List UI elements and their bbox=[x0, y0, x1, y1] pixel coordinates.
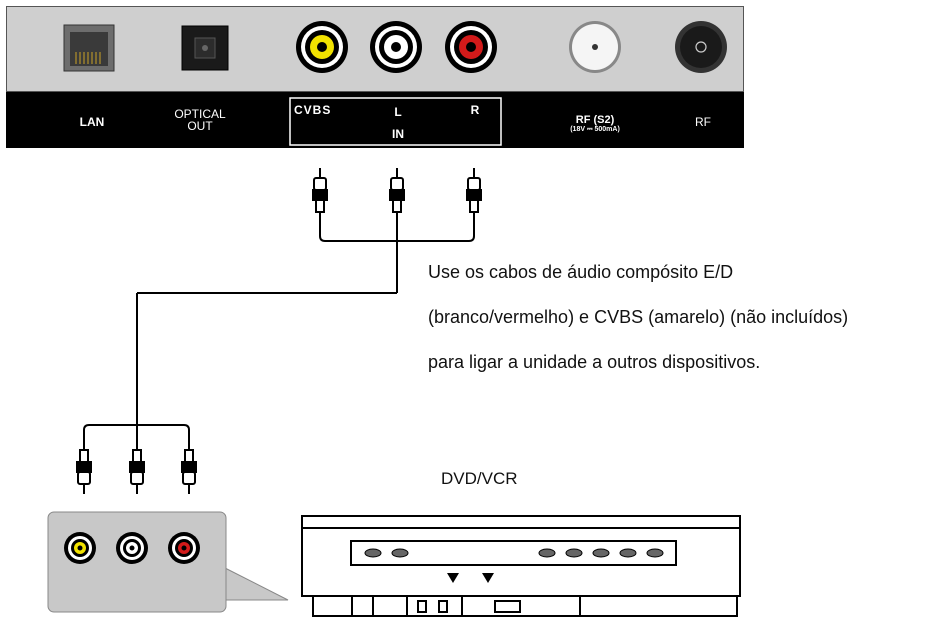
lan-label: LAN bbox=[79, 115, 105, 129]
description-line1: Use os cabos de áudio compósito E/D bbox=[428, 262, 734, 282]
rf-s2-sublabel: (18V ⎓ 500mA) bbox=[570, 126, 620, 133]
cable bbox=[83, 212, 475, 450]
rf-s2-label: RF (S2) bbox=[575, 114, 615, 126]
triangle-indicator-icon bbox=[447, 573, 494, 583]
description-line2: (branco/vermelho) e CVBS (amarelo) (não … bbox=[428, 307, 849, 327]
upper-plug-group bbox=[312, 168, 482, 213]
plug-icon bbox=[181, 449, 197, 494]
device-label: DVD/VCR bbox=[441, 469, 518, 488]
rf-s2-port-icon bbox=[569, 21, 621, 73]
in-bracket bbox=[289, 97, 502, 146]
description-line3: para ligar a unidade a outros dispositiv… bbox=[428, 352, 761, 372]
l-label: L bbox=[394, 105, 402, 119]
rf-label: RF bbox=[695, 115, 711, 129]
cvbs-jack-icon bbox=[296, 21, 348, 73]
plug-icon bbox=[389, 168, 405, 213]
device-buttons bbox=[364, 548, 664, 558]
plug-icon bbox=[466, 168, 482, 213]
cvbs-label: CVBS bbox=[294, 103, 332, 117]
plug-icon bbox=[76, 449, 92, 494]
dvd-vcr-device-icon bbox=[301, 515, 741, 617]
lan-port-icon bbox=[63, 24, 115, 72]
rf-port-icon bbox=[675, 21, 727, 73]
audio-left-jack-icon bbox=[370, 21, 422, 73]
lower-plug-group bbox=[76, 449, 197, 494]
connector-label-bar bbox=[6, 92, 744, 148]
r-label: R bbox=[470, 103, 480, 117]
optical-port-icon bbox=[181, 25, 229, 71]
plug-icon bbox=[312, 168, 328, 213]
device-jack-panel bbox=[47, 511, 289, 613]
in-label: IN bbox=[392, 127, 404, 141]
optical-label-line1: OPTICAL bbox=[174, 107, 226, 121]
optical-label-line2: OUT bbox=[187, 119, 213, 133]
audio-right-jack-icon bbox=[445, 21, 497, 73]
plug-icon bbox=[129, 449, 145, 494]
